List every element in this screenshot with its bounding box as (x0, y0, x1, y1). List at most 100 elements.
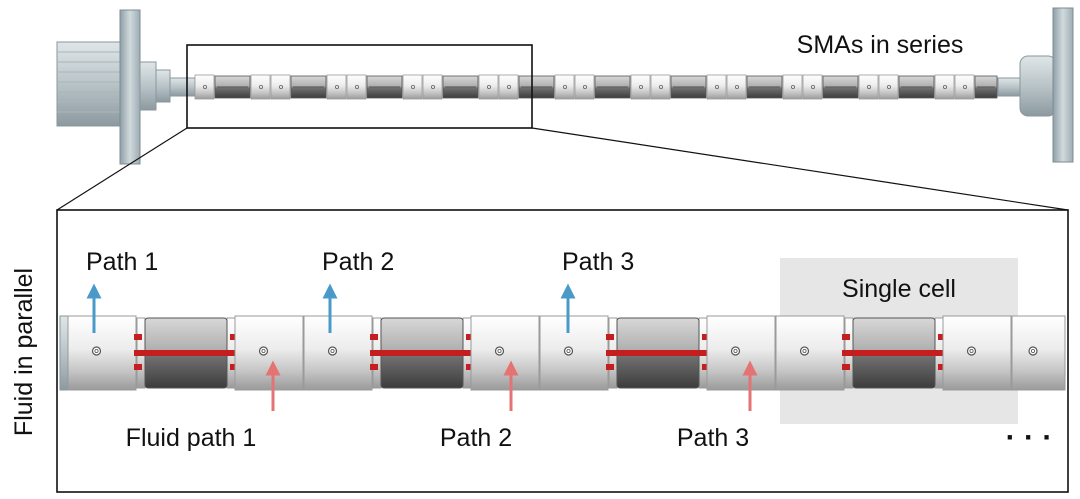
inlet-label-3: Path 3 (677, 424, 749, 452)
right-flange (1052, 7, 1074, 163)
port-hole-inner (261, 348, 266, 353)
top-spacer-block (630, 74, 651, 100)
spacer-block (775, 315, 845, 391)
sma-clamp-bottom-left (606, 364, 614, 370)
top-spacer-block (422, 74, 443, 100)
outlet-label-1: Path 1 (86, 248, 158, 276)
top-spacer-block (934, 74, 955, 100)
port-hole-inner (497, 348, 502, 353)
top-spacer-block (726, 74, 747, 100)
zoom-guide-left (56, 127, 188, 211)
port-hole (966, 346, 977, 356)
sma-wire (842, 350, 946, 356)
top-spacer-block (270, 74, 291, 100)
continuation-dots: · · · (1006, 421, 1053, 454)
top-spacer-block (802, 74, 823, 100)
spacer-block (67, 315, 137, 391)
port-hole (799, 346, 810, 356)
top-spacer-block (326, 74, 347, 100)
outlet-label-2: Path 2 (322, 248, 394, 276)
top-spacer-block (402, 74, 423, 100)
top-spacer-block (478, 74, 499, 100)
port-hole (327, 346, 338, 356)
sma-clamp-top-right (230, 334, 238, 340)
inset-cell-chain (67, 315, 1066, 391)
top-assembly: SMAs in series (56, 7, 1074, 211)
sma-clamp-bottom-left (134, 364, 142, 370)
top-port-hole (715, 85, 720, 90)
top-port-hole (867, 85, 872, 90)
top-port-hole (791, 85, 796, 90)
spacer-block (539, 315, 609, 391)
zoom-selection-box (186, 44, 533, 129)
left-flange (119, 9, 141, 165)
spacer-block (303, 315, 373, 391)
single-cell-label: Single cell (842, 275, 956, 303)
port-hole-inner (1031, 348, 1036, 353)
top-port-hole (278, 85, 283, 90)
port-hole (730, 346, 741, 356)
spacer-block (1011, 315, 1066, 391)
top-port-hole (659, 85, 664, 90)
top-port-hole (430, 85, 435, 90)
port-hole-inner (969, 348, 974, 353)
right-coupler (997, 77, 1021, 97)
side-label-fluid-parallel: Fluid in parallel (10, 268, 38, 436)
top-port-hole (410, 85, 415, 90)
top-spacer-block (954, 74, 975, 100)
port-hole-inner (330, 348, 335, 353)
sma-clamp-bottom-right (230, 364, 238, 370)
sma-clamp-bottom-right (938, 364, 946, 370)
top-port-hole (887, 85, 892, 90)
spacer-block (942, 315, 1012, 391)
inlet-label-1: Fluid path 1 (126, 424, 257, 452)
port-hole (258, 346, 269, 356)
port-hole-inner (94, 348, 99, 353)
top-port-hole (563, 85, 568, 90)
sma-wire (370, 350, 474, 356)
top-port-hole (258, 85, 263, 90)
top-spacer-block (706, 74, 727, 100)
sma-clamp-bottom-left (370, 364, 378, 370)
top-spacer-block (782, 74, 803, 100)
top-port-hole (506, 85, 511, 90)
spacer-block (706, 315, 776, 391)
sma-clamp-bottom-right (702, 364, 710, 370)
top-port-hole (963, 85, 968, 90)
sma-clamp-top-right (466, 334, 474, 340)
top-port-hole (735, 85, 740, 90)
top-port-hole (943, 85, 948, 90)
sma-clamp-top-left (842, 334, 850, 340)
sma-clamp-top-left (370, 334, 378, 340)
sma-clamp-top-left (606, 334, 614, 340)
top-port-hole (811, 85, 816, 90)
top-spacer-block (878, 74, 899, 100)
top-spacer-block (650, 74, 671, 100)
spacer-block (470, 315, 540, 391)
top-spacer-block (498, 74, 519, 100)
top-port-hole (639, 85, 644, 90)
sma-clamp-top-right (938, 334, 946, 340)
port-hole (1028, 346, 1038, 356)
port-hole-inner (802, 348, 807, 353)
sma-clamp-top-right (702, 334, 710, 340)
inlet-label-2: Path 2 (440, 424, 512, 452)
top-spacer-block (194, 74, 215, 100)
left-actuator-body (56, 41, 121, 127)
sma-clamp-bottom-right (466, 364, 474, 370)
top-port-hole (354, 85, 359, 90)
top-spacer-block (346, 74, 367, 100)
left-coupler (139, 61, 157, 111)
top-spacer-block (250, 74, 271, 100)
sma-wire (606, 350, 710, 356)
outlet-label-3: Path 3 (562, 248, 634, 276)
port-hole-inner (566, 348, 571, 353)
zoom-guide-right (531, 127, 1069, 211)
sma-wire (134, 350, 238, 356)
top-port-hole (202, 85, 207, 90)
top-spacer-block (574, 74, 595, 100)
port-hole-inner (733, 348, 738, 353)
top-spacer-block (858, 74, 879, 100)
spacer-block (234, 315, 304, 391)
